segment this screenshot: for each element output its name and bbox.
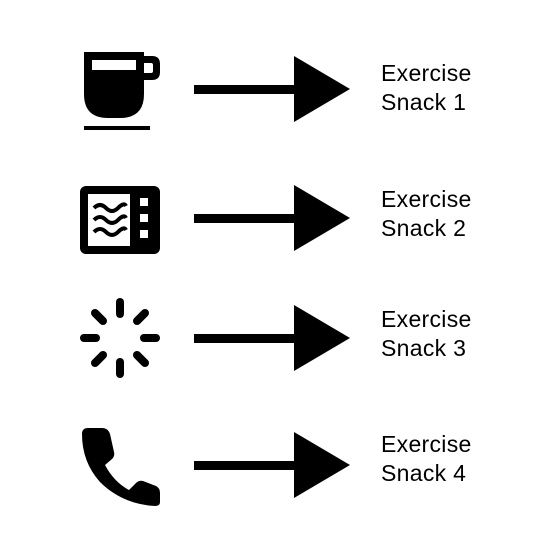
- exercise-snack-2-label: Exercise Snack 2: [381, 185, 531, 243]
- arrow-4: [194, 432, 350, 498]
- exercise-snack-3-label: Exercise Snack 3: [381, 305, 531, 363]
- arrow-3: [194, 305, 350, 371]
- arrow-2: [194, 185, 350, 251]
- label-line-1: Exercise: [381, 431, 472, 457]
- microwave-icon: [78, 178, 162, 262]
- diagram-row-2: Exercise Snack 2: [0, 158, 542, 268]
- loading-spinner-icon: [78, 296, 162, 380]
- label-line-1: Exercise: [381, 186, 472, 212]
- diagram-row-4: Exercise Snack 4: [0, 408, 542, 518]
- label-line-1: Exercise: [381, 60, 472, 86]
- phone-icon: [78, 424, 162, 508]
- label-line-1: Exercise: [381, 306, 472, 332]
- exercise-snack-4-label: Exercise Snack 4: [381, 430, 531, 488]
- diagram-row-3: Exercise Snack 3: [0, 282, 542, 392]
- coffee-cup-icon: [78, 46, 162, 130]
- exercise-snack-1-label: Exercise Snack 1: [381, 59, 531, 117]
- label-line-2: Snack 3: [381, 335, 467, 361]
- diagram-row-1: Exercise Snack 1: [0, 32, 542, 142]
- arrow-1: [194, 56, 350, 122]
- label-line-2: Snack 4: [381, 460, 467, 486]
- label-line-2: Snack 1: [381, 89, 467, 115]
- label-line-2: Snack 2: [381, 215, 467, 241]
